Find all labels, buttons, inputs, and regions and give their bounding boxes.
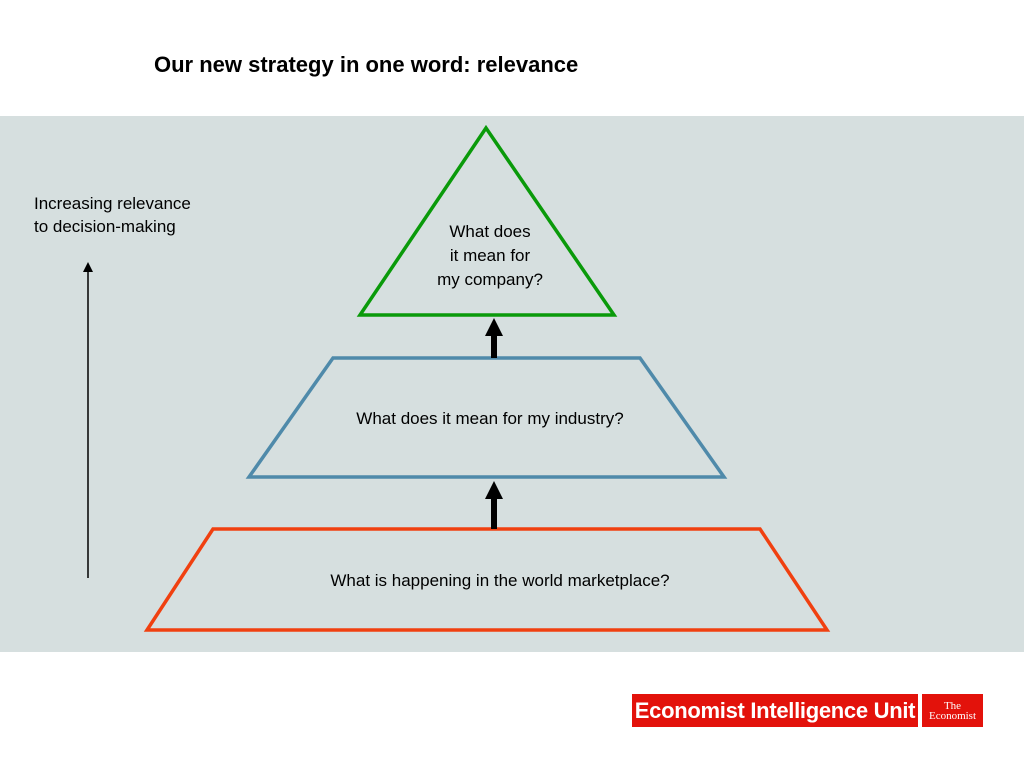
- relevance-axis-arrowhead: [83, 262, 93, 272]
- industry-trapezoid: [245, 356, 728, 479]
- world-trapezoid: [143, 527, 831, 632]
- industry-level-text: What does it mean for my industry?: [356, 409, 624, 428]
- eiu-logo: Economist Intelligence Unit: [632, 694, 918, 727]
- diagram-panel: [0, 116, 1024, 652]
- company-triangle: [356, 124, 618, 317]
- relevance-axis-label-line-1: Increasing relevance: [34, 194, 191, 213]
- company-level-line-3: my company?: [437, 270, 543, 289]
- industry-to-company-arrow: [485, 318, 503, 358]
- relevance-axis-label-line-2: to decision-making: [34, 217, 176, 236]
- slide-title: Our new strategy in one word: relevance: [154, 52, 579, 77]
- company-level-line-2: it mean for: [449, 246, 531, 265]
- relevance-axis-label: Increasing relevance to decision-making: [34, 192, 191, 238]
- economist-logo-line-1: The: [943, 699, 962, 712]
- company-level-text: What does it mean for my company?: [400, 220, 580, 292]
- economist-logo-line-2: Economist: [928, 709, 977, 722]
- world-level-text: What is happening in the world marketpla…: [330, 571, 670, 590]
- company-level-line-1: What does: [449, 222, 531, 241]
- world-to-industry-arrow: [485, 481, 503, 529]
- economist-logo: The Economist: [922, 694, 983, 727]
